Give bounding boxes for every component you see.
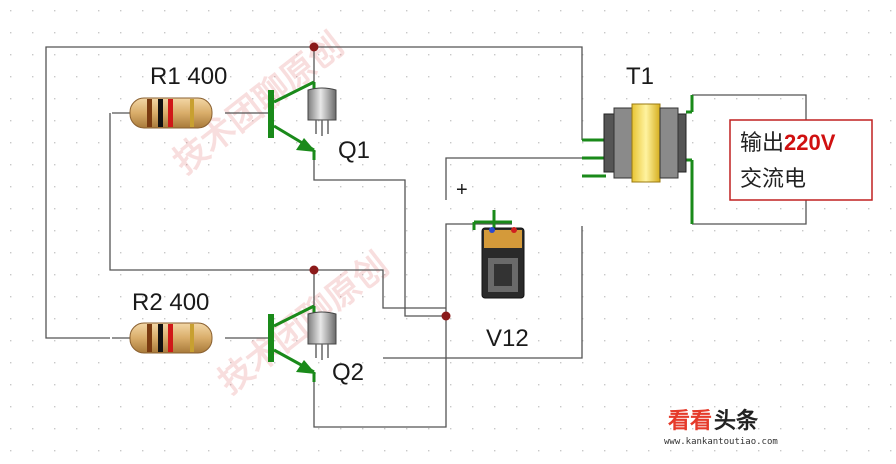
wire-left-bias	[109, 113, 446, 309]
q1-label: Q1	[338, 137, 370, 164]
wire-q2-emitter	[313, 316, 447, 428]
resistor-r2	[112, 322, 213, 354]
output-line1: 输出220V	[740, 130, 836, 155]
r2-label: R2 400	[132, 289, 209, 316]
logo-part1: 看看	[668, 408, 712, 433]
transformer-t1	[582, 95, 694, 224]
transistor-q2-package	[307, 311, 337, 360]
q2-label: Q2	[332, 359, 364, 386]
junction-battery	[441, 311, 451, 321]
wire-battery-plus	[445, 157, 582, 200]
r1-label: R1 400	[150, 63, 227, 90]
wire-q1-emitter	[313, 158, 446, 317]
wire-q2-primary	[383, 226, 583, 359]
output-prefix: 输出	[740, 130, 784, 155]
resistor-r1	[112, 97, 213, 129]
wire-battery-minus	[445, 223, 512, 316]
output-line2: 交流电	[740, 166, 806, 191]
transformer-label: T1	[626, 63, 654, 90]
transistor-q1	[268, 80, 316, 160]
transistor-q1-package	[307, 87, 337, 136]
junction-top	[309, 42, 319, 52]
battery-v12	[472, 210, 525, 299]
junction-mid	[309, 265, 319, 275]
battery-plus-label: +	[456, 179, 468, 201]
output-box: 输出220V 交流电	[729, 119, 873, 201]
transistor-q2	[268, 304, 316, 382]
wires	[45, 46, 807, 428]
battery-label: V12	[486, 325, 529, 352]
logo-url: www.kankantoutiao.com	[664, 437, 778, 447]
output-voltage: 220V	[784, 130, 836, 155]
logo-part2: 头条	[714, 408, 759, 433]
logo: 看看 头条 www.kankantoutiao.com	[664, 408, 778, 447]
wire-outer-top	[45, 46, 583, 339]
